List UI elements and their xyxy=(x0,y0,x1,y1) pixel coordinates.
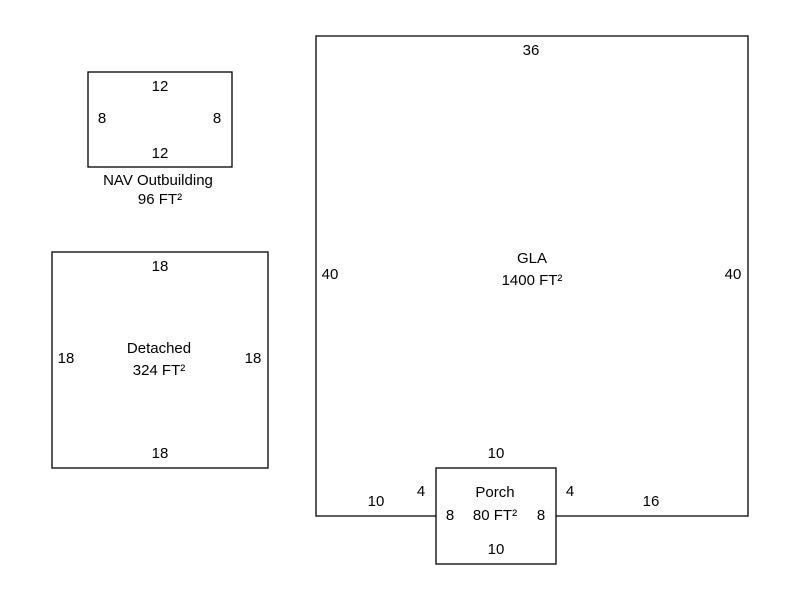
gla: 36 40 40 10 16 GLA 1400 FT² xyxy=(315,35,749,517)
detached-bottom-dim: 18 xyxy=(152,445,169,462)
porch-outline xyxy=(435,467,557,565)
gla-label: GLA xyxy=(517,250,547,267)
gla-outline xyxy=(315,35,749,517)
porch-offset-right-dim: 4 xyxy=(566,483,574,500)
detached-area: 324 FT² xyxy=(133,362,186,379)
gla-bottom-right-dim: 16 xyxy=(643,493,660,510)
gla-right-dim: 40 xyxy=(725,266,742,283)
porch-area: 80 FT² xyxy=(473,507,517,524)
gla-bottom-left-dim: 10 xyxy=(368,493,385,510)
nav-bottom-dim: 12 xyxy=(152,145,169,162)
gla-top-dim: 36 xyxy=(523,42,540,59)
porch-offset-left-dim: 4 xyxy=(417,483,425,500)
porch-label: Porch xyxy=(475,484,514,501)
detached-label: Detached xyxy=(127,340,191,357)
nav-left-dim: 8 xyxy=(98,110,106,127)
nav-top-dim: 12 xyxy=(152,78,169,95)
detached-right-dim: 18 xyxy=(245,350,262,367)
porch-left-dim: 8 xyxy=(446,507,454,524)
nav-outbuilding: 12 12 8 8 NAV Outbuilding 96 FT² xyxy=(87,71,233,208)
detached-left-dim: 18 xyxy=(58,350,75,367)
detached-outline xyxy=(51,251,269,469)
porch-right-dim: 8 xyxy=(537,507,545,524)
gla-area: 1400 FT² xyxy=(502,272,563,289)
gla-left-dim: 40 xyxy=(322,266,339,283)
nav-area: 96 FT² xyxy=(138,191,182,208)
nav-right-dim: 8 xyxy=(213,110,221,127)
porch-bottom-dim: 10 xyxy=(488,541,505,558)
detached: 18 18 18 18 Detached 324 FT² xyxy=(51,251,269,469)
nav-label: NAV Outbuilding xyxy=(103,172,213,189)
detached-top-dim: 18 xyxy=(152,258,169,275)
nav-outbuilding-outline xyxy=(87,71,233,168)
porch: 10 10 8 8 4 4 Porch 80 FT² xyxy=(417,445,574,565)
porch-top-dim: 10 xyxy=(488,445,505,462)
